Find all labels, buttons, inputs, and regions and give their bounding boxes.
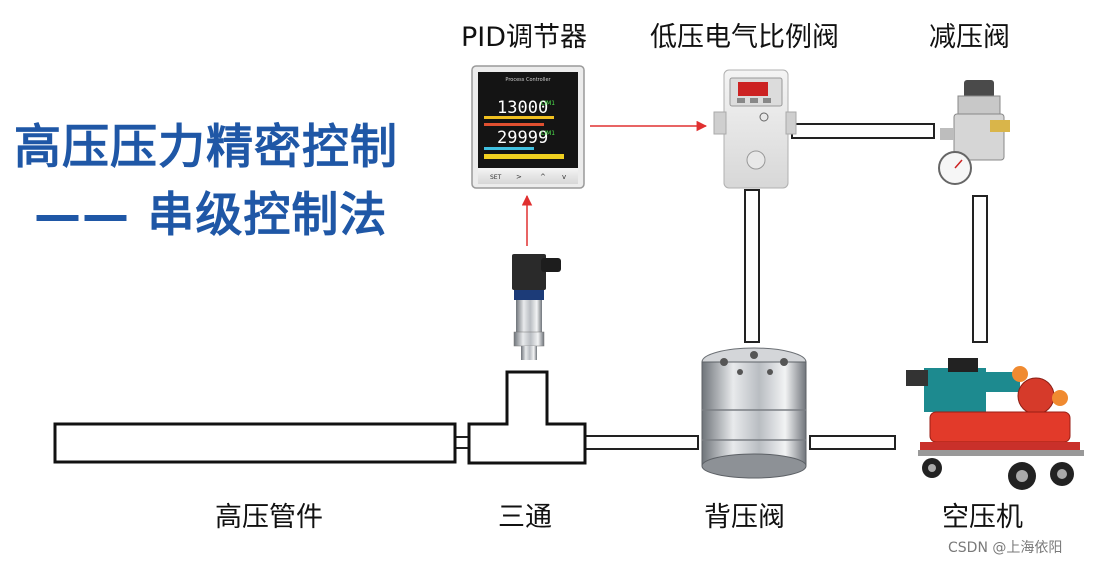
svg-text:v: v	[562, 173, 566, 181]
title-line-1: 高压压力精密控制	[14, 120, 398, 175]
title-line-2: —— 串级控制法	[34, 188, 388, 243]
pipe-tee-backvalve	[584, 435, 699, 450]
pipe-lines	[454, 123, 988, 450]
label-proportional-valve: 低压电气比例阀	[650, 22, 839, 53]
label-air-compressor: 空压机	[942, 502, 1023, 533]
pipe-regulator-reducer	[791, 123, 935, 139]
pipe-reducer-compressor	[972, 195, 988, 343]
svg-text:Process Controller: Process Controller	[505, 77, 551, 83]
label-high-pressure-pipe: 高压管件	[215, 502, 323, 533]
air-compressor-icon	[906, 358, 1084, 490]
label-back-pressure-valve: 背压阀	[704, 502, 785, 533]
svg-text:^: ^	[540, 173, 546, 181]
pid-controller-icon: Process Controller 13000 LIM1 29999 LIM1…	[471, 65, 585, 189]
label-pid-controller: PID调节器	[461, 22, 588, 53]
label-reducing-valve: 减压阀	[929, 22, 1010, 53]
label-tee: 三通	[498, 502, 552, 533]
svg-text:LIM1: LIM1	[541, 130, 555, 137]
back-pressure-valve-icon	[701, 347, 807, 479]
tee-fitting	[467, 370, 587, 465]
pid-button-set: SET	[490, 174, 502, 181]
pipe-regulator-backvalve	[744, 189, 760, 343]
pipe-backvalve-compressor	[809, 435, 896, 450]
pressure-sensor-icon	[512, 254, 561, 360]
pipe-connector-small	[454, 436, 470, 449]
svg-text:LIM1: LIM1	[541, 100, 555, 107]
pid-sv-readout: 29999	[497, 128, 548, 148]
pid-pv-readout: 13000	[497, 98, 548, 118]
svg-text:>: >	[516, 173, 522, 181]
reducing-valve-icon	[938, 80, 1010, 185]
watermark: CSDN @上海依阳	[948, 540, 1063, 556]
high-pressure-pipe	[53, 422, 457, 464]
proportional-valve-icon	[713, 69, 797, 189]
